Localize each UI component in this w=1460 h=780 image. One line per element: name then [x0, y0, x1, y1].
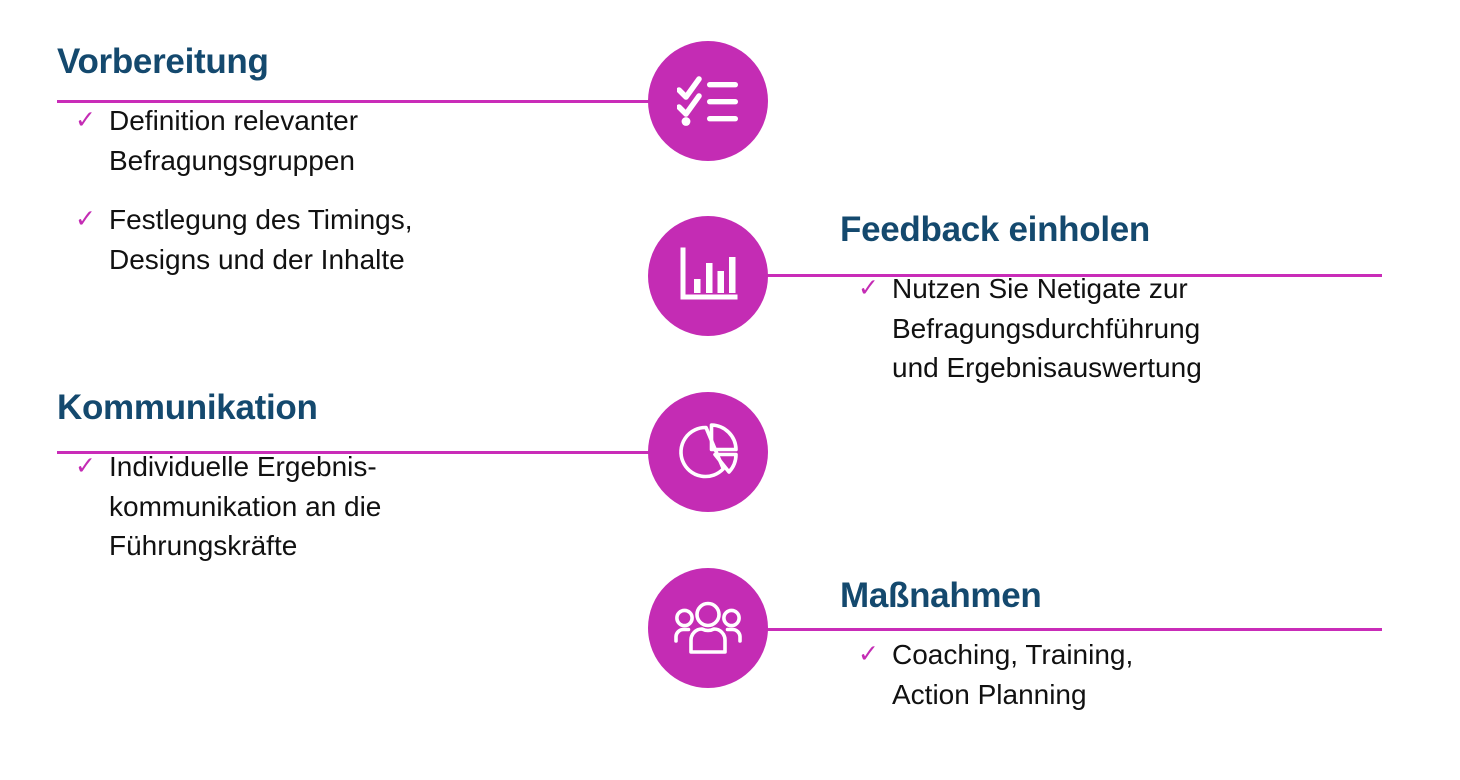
bar-chart-icon — [678, 247, 738, 305]
check-icon: ✓ — [858, 273, 879, 302]
connector-line-massnahmen — [766, 628, 1382, 631]
bullet-line: Designs und der Inhalte — [109, 244, 405, 275]
bullet-list-massnahmen: ✓ Coaching, Training, Action Planning — [840, 635, 1400, 715]
icon-circle-bar-chart[interactable] — [648, 216, 768, 336]
bullet-list-feedback: ✓ Nutzen Sie Netigate zur Befragungsdurc… — [840, 269, 1400, 388]
connector-line-feedback — [766, 274, 1382, 277]
list-item: ✓ Festlegung des Timings, Designs und de… — [75, 200, 637, 280]
check-icon: ✓ — [75, 105, 96, 134]
bullet-text: Individuelle Ergebnis- kommunikation an … — [109, 447, 637, 566]
pie-chart-icon — [676, 421, 740, 483]
section-heading-vorbereitung: Vorbereitung — [57, 42, 269, 81]
section-massnahmen: Maßnahmen ✓ Coaching, Training, Action P… — [840, 576, 1400, 715]
list-item: ✓ Coaching, Training, Action Planning — [858, 635, 1400, 715]
list-item: ✓ Nutzen Sie Netigate zur Befragungsdurc… — [858, 269, 1400, 388]
bullet-line: kommunikation an die — [109, 490, 382, 522]
bullet-text: Definition relevanter Befragungsgruppen — [109, 101, 637, 181]
bullet-text: Nutzen Sie Netigate zur Befragungsdurchf… — [892, 269, 1400, 388]
list-item: ✓ Individuelle Ergebnis- kommunikation a… — [75, 447, 637, 566]
people-group-icon — [674, 601, 742, 655]
list-item: ✓ Definition relevanter Befragungsgruppe… — [75, 101, 637, 181]
connector-line-kommunikation — [57, 451, 652, 454]
section-feedback: Feedback einholen ✓ Nutzen Sie Netigate … — [840, 210, 1400, 388]
check-icon: ✓ — [858, 639, 879, 668]
section-kommunikation: Kommunikation ✓ Individuelle Ergebnis- k… — [57, 388, 637, 566]
bullet-line: Festlegung des Timings, — [109, 204, 413, 236]
checklist-icon — [677, 73, 739, 129]
bullet-text: Coaching, Training, Action Planning — [892, 635, 1400, 715]
bullet-list-kommunikation: ✓ Individuelle Ergebnis- kommunikation a… — [57, 447, 637, 566]
bullet-line: Befragungsgruppen — [109, 144, 355, 176]
check-icon: ✓ — [75, 451, 96, 480]
section-heading-massnahmen: Maßnahmen — [840, 576, 1042, 615]
section-vorbereitung: Vorbereitung ✓ Definition relevanter Bef… — [57, 42, 637, 280]
icon-circle-pie-chart[interactable] — [648, 392, 768, 512]
icon-circle-people-group[interactable] — [648, 568, 768, 688]
bullet-line: und Ergebnisauswertung — [892, 352, 1202, 384]
bullet-list-vorbereitung: ✓ Definition relevanter Befragungsgruppe… — [57, 101, 637, 280]
section-heading-feedback: Feedback einholen — [840, 210, 1150, 249]
connector-line-vorbereitung — [57, 100, 652, 103]
bullet-line: Definition relevanter — [109, 104, 359, 136]
section-heading-kommunikation: Kommunikation — [57, 388, 318, 427]
bullet-line: Befragungsdurchführung — [892, 312, 1201, 344]
bullet-text: Festlegung des Timings, Designs und der … — [109, 200, 637, 280]
bullet-line: Individuelle Ergebnis- — [109, 450, 377, 482]
bullet-line: Coaching, Training, — [892, 638, 1134, 670]
check-icon: ✓ — [75, 205, 96, 234]
bullet-line: Führungskräfte — [109, 530, 298, 562]
bullet-line: Nutzen Sie Netigate zur — [892, 272, 1188, 304]
icon-circle-checklist[interactable] — [648, 41, 768, 161]
bullet-line: Action Planning — [892, 678, 1087, 710]
